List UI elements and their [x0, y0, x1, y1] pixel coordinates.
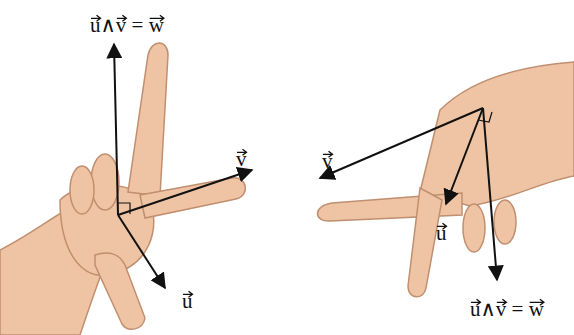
right-hand — [318, 62, 574, 297]
vector-label: v — [322, 146, 333, 174]
vector-label: u — [182, 286, 193, 314]
left-hand — [0, 43, 245, 335]
vector-label: u∧v = w — [470, 294, 544, 322]
vector-arrows — [114, 44, 497, 288]
vector-label: u∧v = w — [90, 10, 164, 38]
vector-label: u — [436, 218, 447, 246]
vector-label: v — [236, 144, 247, 172]
